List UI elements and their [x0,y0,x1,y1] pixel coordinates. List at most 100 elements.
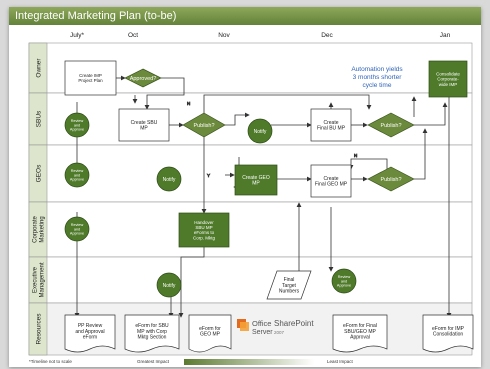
review-approve-text: Approve [337,284,351,288]
review-approve-text: and [341,279,347,283]
eform-sbu-text: MP with Corp [137,329,167,335]
connector-line [348,158,388,170]
create-final-bu-text: Create [323,120,338,126]
edge-label: N [187,101,190,106]
publish-sbu-decision: Publish? [182,112,226,138]
month-label: July* [70,32,85,39]
lane-label-text: Marketing [40,216,46,242]
consolidate-text: Consolidate [436,71,460,76]
review-approve-text: and [74,123,80,127]
notify-text: Notify [163,177,176,183]
create-sbu-mp-text: MP [140,126,148,132]
eform-geo-text: eForm for [199,326,221,332]
lane-label: GEOs [35,164,42,182]
create-final-bu-text: Final BU MP [317,126,346,132]
callout-text: 3 months shorter [353,74,403,81]
create-final-geo-text: Create [323,176,338,182]
eform-geo-text: GEO MP [200,332,221,338]
publish-bu-decision: Publish? [367,112,415,138]
lane-label-text: Owner [35,58,42,78]
create-imp-text: Create IMP [79,73,102,78]
connector-line [414,128,428,180]
connector-line [225,112,250,126]
publish-bu-text: Publish? [380,123,401,129]
callout-text: cycle time [363,82,392,89]
publish-geo-text: Publish? [380,177,401,183]
review-approve-text: Review [71,223,84,227]
final-targets-text: Numbers [279,289,300,295]
lane-label-text: Corporate [33,216,39,243]
handover-text: eForms to [194,230,215,235]
review-approve-text: Review [71,169,84,173]
least-impact-label: Least Impact [327,359,354,364]
month-label: Nov [218,32,230,39]
edge-label: Y [207,173,210,178]
lane-label: Resources [35,313,42,345]
notify-circle: Notify [247,118,273,144]
lane-label-text: Management [40,262,46,297]
diagram-title: Integrated Marketing Plan (to-be) [15,10,177,22]
connector-line [203,94,372,113]
final-targets-text: Target [282,283,297,289]
pp-review-text: and Approval [75,329,104,335]
create-sbu-mp-text: Create SBU [131,120,158,126]
notify-text: Notify [254,129,267,135]
review-approve-text: Approve [70,128,84,132]
lane-label: SBUs [35,110,42,127]
create-final-geo-text: Final GEO MP [315,182,348,188]
month-label: Dec [321,32,333,39]
review-approve-text: Approve [70,178,84,182]
impact-gradient-bar [184,359,314,365]
lane-label-text: Resources [35,313,42,345]
notify-circle: Notify [156,166,182,192]
handover-text: Handover [194,220,214,225]
pp-review-text: PP Review [78,323,103,329]
approved-decision: Approved? [124,68,162,88]
lane-header [28,302,48,356]
eform-final-text: Approval [350,335,370,341]
lane-label-text: Executive [33,266,39,293]
notify-circle: Notify [156,272,182,298]
review-approve-text: Review [338,275,351,279]
lane-row [28,256,473,304]
connector-line [144,77,185,110]
title-bar: Integrated Marketing Plan (to-be) [9,7,481,25]
eform-sbu-text: Mktg Section [138,335,167,341]
pp-review-text: eForm [83,335,97,341]
review-approve-text: and [74,227,80,231]
create-imp-text: Project Plan [78,78,103,83]
month-label: Jan [440,32,451,39]
eform-final-text: eForm for Final [343,323,377,329]
consolidate-text: Corporate- [437,77,459,82]
edge-label: N [354,153,357,158]
greatest-impact-label: Greatest Impact [137,359,170,364]
eform-imp-text: Consolidation [433,332,464,338]
create-geo-mp-text: MP [252,181,260,187]
lane-label-text: SBUs [35,110,42,127]
handover-text: Corp. Mktg [193,235,216,240]
publish-geo-decision: Publish? [367,166,415,192]
consolidate-text: wide IMP [439,82,458,87]
connector-line [414,102,448,126]
sharepoint-server-text: Server [252,329,273,336]
timeline-note: *Timeline not to scale [29,359,72,364]
